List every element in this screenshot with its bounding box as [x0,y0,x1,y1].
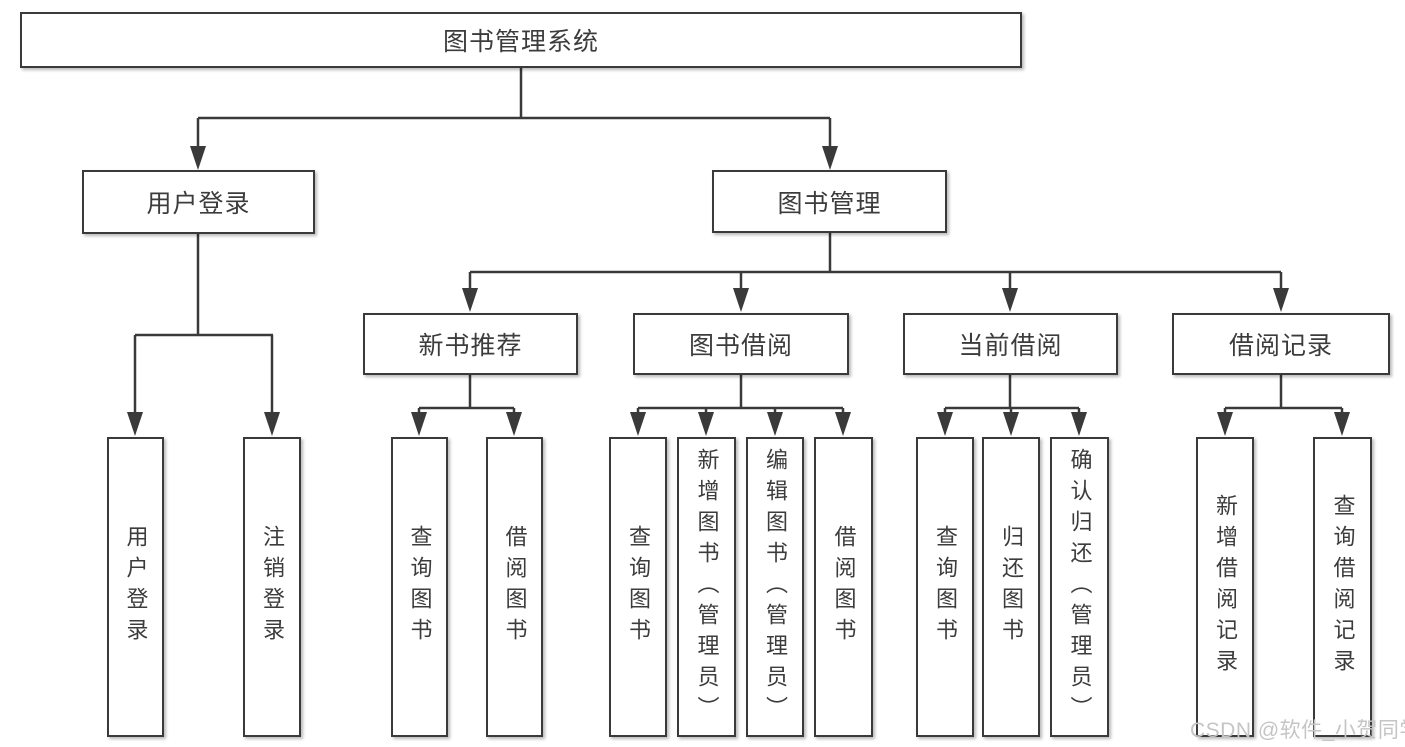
leaf-records-add-record: 新增借阅记录 [1196,437,1254,737]
leaf-user-login: 用户登录 [107,437,164,737]
node-borrow-records: 借阅记录 [1172,313,1390,375]
csdn-watermark: CSDN @软件_小贺同学 [1190,719,1405,742]
leaf-current-return-books-label: 归还图书 [999,525,1024,649]
node-new-book-recommend: 新书推荐 [363,313,578,375]
node-book-management: 图书管理 [712,170,947,233]
leaf-borrow-edit-books-admin: 编辑图书（管理员） [746,437,804,737]
leaf-current-query-books-label: 查询图书 [933,525,958,649]
node-book-management-label: 图书管理 [777,189,882,218]
leaf-user-login-label: 用户登录 [123,525,149,649]
node-user-login: 用户登录 [82,170,315,234]
node-current-borrow: 当前借阅 [903,313,1118,375]
leaf-records-add-record-label: 新增借阅记录 [1213,494,1238,680]
node-book-borrow: 图书借阅 [633,313,849,375]
leaf-logout: 注销登录 [243,437,301,737]
leaf-current-confirm-return-admin-label: 确认归还（管理员） [1067,447,1093,727]
leaf-logout-label: 注销登录 [260,525,285,649]
leaf-borrow-borrow-books: 借阅图书 [814,437,873,737]
leaf-borrow-add-books-admin-label: 新增图书（管理员） [694,447,720,727]
leaf-current-return-books: 归还图书 [982,437,1040,737]
leaf-current-query-books: 查询图书 [916,437,974,737]
node-root-system: 图书管理系统 [20,12,1022,68]
leaf-borrow-add-books-admin: 新增图书（管理员） [677,437,736,737]
leaf-borrow-query-books-label: 查询图书 [626,525,651,649]
leaf-current-confirm-return-admin: 确认归还（管理员） [1050,437,1109,737]
leaf-newbooks-borrow-books: 借阅图书 [486,437,543,737]
node-user-login-label: 用户登录 [146,190,251,218]
leaf-borrow-query-books: 查询图书 [609,437,667,737]
node-root-label: 图书管理系统 [442,28,599,56]
leaf-newbooks-borrow-books-label: 借阅图书 [502,525,528,649]
leaf-newbooks-query-books: 查询图书 [391,437,448,737]
leaf-records-query-record: 查询借阅记录 [1313,437,1372,737]
node-borrow-records-label: 借阅记录 [1228,332,1333,360]
node-book-borrow-label: 图书借阅 [688,332,793,360]
node-current-borrow-label: 当前借阅 [958,332,1063,360]
leaf-records-query-record-label: 查询借阅记录 [1330,494,1356,680]
leaf-borrow-edit-books-admin-label: 编辑图书（管理员） [763,447,788,727]
leaf-borrow-borrow-books-label: 借阅图书 [831,525,857,649]
leaf-newbooks-query-books-label: 查询图书 [407,525,433,649]
node-new-book-recommend-label: 新书推荐 [418,332,523,360]
